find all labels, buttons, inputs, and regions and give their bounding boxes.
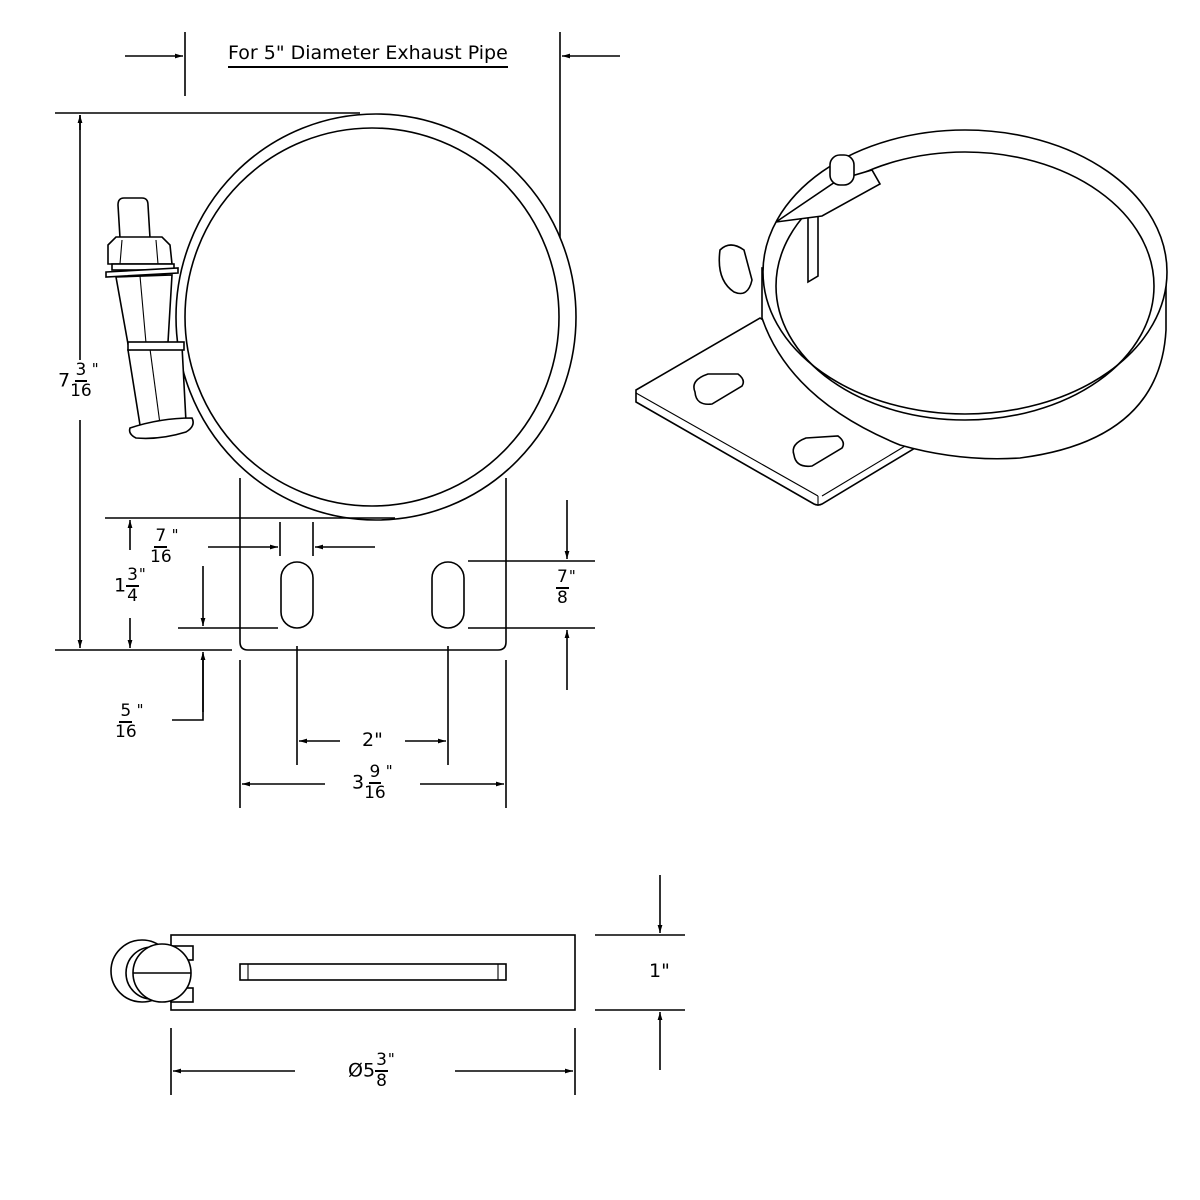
bolt-assembly [105, 197, 194, 440]
slot-spacing-label: 2" [362, 729, 383, 751]
front-elevation-view [105, 113, 577, 651]
front-view-dimensions [55, 112, 595, 808]
isometric-view [635, 129, 1168, 506]
drawing-title: For 5" Diameter Exhaust Pipe [228, 42, 508, 68]
band-width-label: 1" [649, 960, 670, 982]
top-plan-view [110, 875, 685, 1095]
